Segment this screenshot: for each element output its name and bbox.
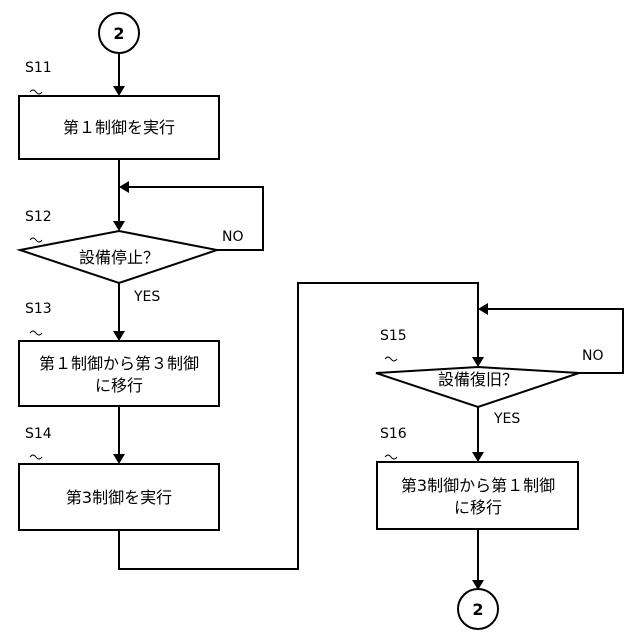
connector-top-label: 2 [113, 24, 124, 43]
step-marker-s11 [30, 90, 42, 94]
process-s11: 第１制御を実行 [19, 96, 219, 159]
process-s16-box [377, 462, 578, 529]
arrowhead-s15 [472, 357, 484, 367]
process-s16-text-line1: 第3制御から第１制御 [401, 476, 555, 495]
decision-s15-no-label: NO [582, 348, 604, 364]
process-s11-text: 第１制御を実行 [63, 118, 175, 137]
arrowhead-s11 [113, 86, 125, 96]
step-label-s11: S11 [25, 60, 52, 76]
decision-s12-yes-label: YES [133, 289, 160, 305]
process-s16-text-line2: に移行 [454, 498, 502, 517]
arrowhead-s14 [113, 454, 125, 464]
decision-s12-text: 設備停止？ [79, 248, 159, 267]
arrowhead-s16 [472, 452, 484, 462]
step-marker-s12 [30, 238, 42, 242]
process-s13: 第１制御から第３制御 に移行 [19, 341, 219, 406]
arrowhead-s12-loop [119, 181, 129, 193]
arrowhead-s12 [113, 221, 125, 231]
step-marker-s15 [385, 357, 397, 361]
step-label-s12: S12 [25, 209, 52, 225]
decision-s15-yes-label: YES [493, 411, 520, 427]
step-marker-s14 [30, 455, 42, 459]
connector-bottom: 2 [458, 589, 498, 629]
step-marker-s16 [385, 455, 397, 459]
process-s13-text-line1: 第１制御から第３制御 [39, 354, 199, 373]
process-s13-box [19, 341, 219, 406]
decision-s12: 設備停止？ [20, 231, 217, 283]
decision-s15-text: 設備復旧？ [438, 370, 518, 389]
decision-s12-no-label: NO [222, 229, 244, 245]
step-label-s13: S13 [25, 301, 52, 317]
connector-bottom-label: 2 [472, 600, 483, 619]
connector-top: 2 [99, 13, 139, 53]
arrowhead-s15-loop [478, 303, 488, 315]
step-marker-s13 [30, 331, 42, 335]
step-label-s14: S14 [25, 426, 52, 442]
arrowhead-s13 [113, 331, 125, 341]
process-s14: 第3制御を実行 [19, 464, 219, 530]
process-s14-text: 第3制御を実行 [66, 488, 172, 507]
step-label-s15: S15 [380, 328, 407, 344]
decision-s15: 設備復旧？ [376, 367, 579, 407]
process-s13-text-line2: に移行 [95, 376, 143, 395]
step-label-s16: S16 [380, 426, 407, 442]
process-s16: 第3制御から第１制御 に移行 [377, 462, 578, 529]
